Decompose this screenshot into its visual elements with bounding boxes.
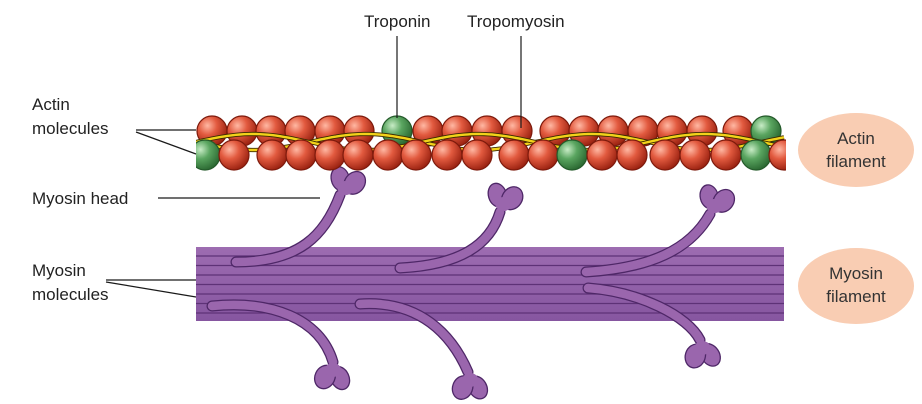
myosin-head-tip <box>684 340 721 369</box>
actin-filament-oval: Actin filament <box>798 113 914 187</box>
troponin-bead <box>740 139 772 171</box>
myosin-head-neck <box>706 198 723 214</box>
myosin-filament-oval-line1: Myosin <box>829 264 883 283</box>
actin-bead <box>372 139 404 171</box>
myosin-tail <box>583 283 705 345</box>
myosin-head-tip <box>451 372 489 400</box>
myosin-tail <box>581 209 715 277</box>
actin-bead <box>768 139 786 171</box>
actin-filament <box>196 115 786 171</box>
actin-bead <box>586 139 618 171</box>
myosin-filament <box>196 247 784 321</box>
actin-molecules-label-line1: Actin <box>32 95 70 114</box>
myosin-head-tip <box>330 166 367 196</box>
myosin-heads-front <box>206 166 736 400</box>
tropomyosin-strand <box>196 132 785 152</box>
troponin-label: Troponin <box>364 12 430 31</box>
myosin-tail <box>207 300 338 367</box>
myosin-filament-oval: Myosin filament <box>798 248 914 324</box>
myosin-head-neck <box>337 180 354 196</box>
myosin-head-label: Myosin head <box>32 189 128 208</box>
troponin-bead <box>556 139 588 171</box>
actin-bead <box>218 139 250 171</box>
myosin-head-tip <box>487 182 524 212</box>
myosin-tail <box>231 190 345 267</box>
myosin-head-tip <box>699 184 736 214</box>
actin-bead <box>679 139 711 171</box>
actin-bead <box>710 139 742 171</box>
actin-bead <box>256 139 288 171</box>
actin-bead <box>649 139 681 171</box>
actin-molecules-label-line2: molecules <box>32 119 109 138</box>
myosin-head-tip <box>313 363 351 391</box>
actin-filament-oval-line1: Actin <box>837 129 875 148</box>
leader-lines <box>105 36 522 298</box>
actin-bead <box>498 139 530 171</box>
myosin-molecules-label-line1: Myosin <box>32 261 86 280</box>
actin-bead <box>400 139 432 171</box>
myosin-tail <box>395 207 505 273</box>
actin-filament-oval-line2: filament <box>826 152 886 171</box>
troponin-bead <box>196 139 221 171</box>
myosin-tail <box>355 299 473 377</box>
myosin-head-neck <box>694 340 711 356</box>
tropomyosin-label: Tropomyosin <box>467 12 565 31</box>
actin-bead <box>314 139 346 171</box>
myosin-head-neck <box>495 196 512 212</box>
actin-bead <box>461 139 493 171</box>
myosin-head-neck <box>325 363 341 377</box>
myosin-head-neck <box>462 372 479 388</box>
myosin-filament-oval-line2: filament <box>826 287 886 306</box>
actin-bead <box>342 139 374 171</box>
myosin-molecules-label-line2: molecules <box>32 285 109 304</box>
actin-bead <box>431 139 463 171</box>
actin-bead <box>527 139 559 171</box>
actin-bead <box>616 139 648 171</box>
actin-bead <box>285 139 317 171</box>
